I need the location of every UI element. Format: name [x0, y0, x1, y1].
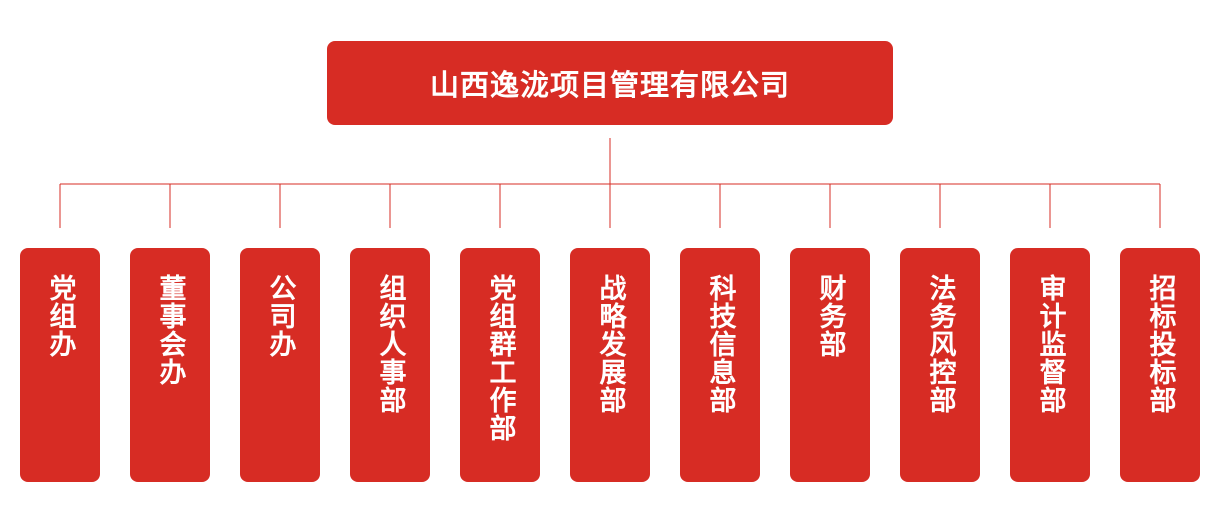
dept-label: 党组办 — [44, 274, 76, 358]
dept-label: 党组群工作部 — [484, 274, 516, 442]
dept-box-audit: 审计监督部 — [1010, 248, 1090, 482]
dept-label: 招标投标部 — [1144, 274, 1176, 414]
company-name: 山西逸泷项目管理有限公司 — [429, 68, 790, 102]
dept-box-tech-info: 科技信息部 — [680, 248, 760, 482]
dept-label: 财务部 — [814, 274, 846, 358]
dept-box-bidding: 招标投标部 — [1120, 248, 1200, 482]
dept-box-party-office: 党组办 — [20, 248, 100, 482]
dept-box-finance: 财务部 — [790, 248, 870, 482]
dept-label: 法务风控部 — [924, 274, 956, 414]
dept-box-hr: 组织人事部 — [350, 248, 430, 482]
dept-box-legal-risk: 法务风控部 — [900, 248, 980, 482]
dept-label: 科技信息部 — [704, 274, 736, 414]
dept-label: 战略发展部 — [594, 274, 626, 414]
dept-label: 公司办 — [264, 274, 296, 358]
dept-box-board-office: 董事会办 — [130, 248, 210, 482]
dept-label: 组织人事部 — [374, 274, 406, 414]
dept-label: 审计监督部 — [1034, 274, 1066, 414]
dept-box-company-office: 公司办 — [240, 248, 320, 482]
dept-label: 董事会办 — [154, 274, 186, 386]
dept-box-strategy: 战略发展部 — [570, 248, 650, 482]
dept-box-party-mass-work: 党组群工作部 — [460, 248, 540, 482]
company-box: 山西逸泷项目管理有限公司 — [327, 41, 893, 125]
